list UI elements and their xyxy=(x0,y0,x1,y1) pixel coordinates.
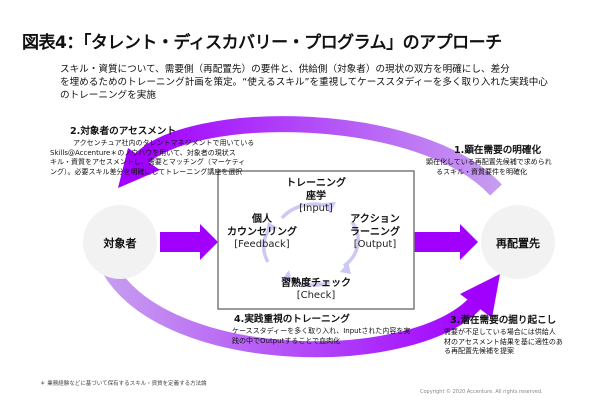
step-1-desc-2: るスキル・資質要件を明確化 xyxy=(436,167,527,176)
output-title-2: ラーニング xyxy=(350,227,400,238)
footnote: ＊ 業務経験などに基づいて保有するスキル・資質を定義する方法論 xyxy=(40,381,207,387)
input-title-1: トレーニング xyxy=(286,178,346,189)
bottom-arc-arrowhead xyxy=(460,274,500,318)
box-to-right-arrow xyxy=(414,224,478,260)
left-circle-label: 対象者 xyxy=(103,237,137,250)
check-title: 習熟度チェック xyxy=(281,278,351,289)
step-1: 1.顕在需要の明確化 顕在化している再配置先候補で求められ るスキル・資質要件を… xyxy=(426,142,552,177)
top-arc-arrow xyxy=(134,116,502,196)
right-circle-label: 再配置先 xyxy=(496,237,540,250)
step-3-desc-1: 需要が不足している場合には供給人 xyxy=(444,328,556,336)
output-tag: [Output] xyxy=(353,239,397,250)
step-3-desc-2: 材のアセスメント結果を基に適性のあ xyxy=(444,337,563,346)
input-tag: [Input] xyxy=(299,203,333,214)
bottom-arc-arrow xyxy=(103,265,485,358)
box-output-stage: アクション ラーニング [Output] xyxy=(340,213,410,250)
step-2: 2.対象者のアセスメント アクセンチュア社内のタレントマネジメントで用いている … xyxy=(50,123,254,177)
intro-line-1: スキル・資質について、需要側（再配置先）の要件と、供給側（対象者）の現状の双方を… xyxy=(60,64,510,75)
box-feedback-stage: 個人 カウンセリング [Feedback] xyxy=(222,213,302,250)
step-3-desc-3: る再配置先候補を提案 xyxy=(444,347,514,355)
step-2-desc-4: ング）。必要スキル差分を明確にしてトレーニング講座を選択 xyxy=(50,167,243,176)
step-4-desc-1: ケーススタディーを多く取り入れ、Inputされた内容を実 xyxy=(232,327,411,335)
step-2-desc-1: アクセンチュア社内のタレントマネジメントで用いている xyxy=(73,139,255,147)
output-title-1: アクション xyxy=(350,214,400,225)
left-to-box-arrow xyxy=(160,224,218,260)
copyright: Copyright © 2020 Accenture. All rights r… xyxy=(420,389,543,395)
step-2-desc-2: Skills@Accenture＊のノウハウを用いて、対象者の現状ス xyxy=(50,148,236,157)
step-4-title: 4.実践重視のトレーニング xyxy=(234,314,350,325)
step-4-desc-2: 践の中でOutputすることで血肉化 xyxy=(232,336,341,345)
left-circle xyxy=(83,205,157,279)
intro-line-3: のトレーニングを実施 xyxy=(60,90,156,101)
check-tag: [Check] xyxy=(296,290,336,301)
step-3-title: 3.潜在需要の掘り起こし xyxy=(450,315,557,326)
box-check-stage: 習熟度チェック [Check] xyxy=(270,277,362,301)
right-circle xyxy=(481,205,555,279)
intro-line-2: を埋めるためのトレーニング計画を策定。“使えるスキル”を重視してケーススタディー… xyxy=(60,77,548,88)
box-input-stage: トレーニング 座学 [Input] xyxy=(268,177,364,214)
step-3: 3.潜在需要の掘り起こし 需要が不足している場合には供給人 材のアセスメント結果… xyxy=(444,312,563,357)
step-4: 4.実践重視のトレーニング ケーススタディーを多く取り入れ、Inputされた内容… xyxy=(232,311,410,346)
feedback-title-1: 個人 xyxy=(252,214,272,225)
top-arc-arrowhead xyxy=(118,148,160,188)
feedback-tag: [Feedback] xyxy=(234,239,290,250)
step-1-title: 1.顕在需要の明確化 xyxy=(454,145,542,156)
input-title-2: 座学 xyxy=(306,191,326,202)
step-2-title: 2.対象者のアセスメント xyxy=(70,126,177,137)
feedback-title-2: カウンセリング xyxy=(227,227,297,238)
step-1-desc-1: 顕在化している再配置先候補で求められ xyxy=(426,158,552,166)
page-title: 図表4：「タレント・ディスカバリー・プログラム」のアプローチ xyxy=(22,33,502,53)
step-2-desc-3: キル・資質をアセスメントし、需要とマッチング（マーケティ xyxy=(50,158,246,166)
